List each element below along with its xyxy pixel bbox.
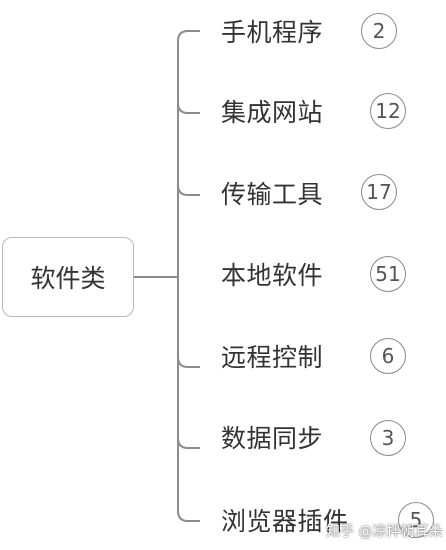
branch-label: 远程控制 [221, 343, 324, 372]
count-badge: 6 [370, 338, 406, 374]
root-label: 软件类 [30, 264, 106, 293]
branch-label: 浏览器插件 [221, 507, 349, 536]
count-value: 51 [375, 262, 401, 286]
branch-label: 数据同步 [221, 424, 324, 453]
branch-label: 手机程序 [221, 18, 324, 47]
branch-connector [177, 102, 200, 114]
branch-spine [177, 30, 189, 522]
root-node[interactable]: 软件类 [2, 237, 134, 317]
branch-label: 集成网站 [221, 98, 324, 127]
count-value: 2 [372, 19, 386, 43]
branch-node-browser-plugins[interactable]: 浏览器插件 [221, 495, 349, 545]
count-badge: 2 [361, 13, 397, 49]
count-value: 5 [409, 508, 423, 532]
branch-node-integrated-sites[interactable]: 集成网站 [221, 86, 323, 136]
branch-node-local-software[interactable]: 本地软件 [221, 249, 323, 299]
count-value: 17 [366, 180, 392, 204]
branch-node-transfer-tools[interactable]: 传输工具 [221, 168, 323, 218]
branch-node-remote-control[interactable]: 远程控制 [221, 331, 323, 381]
branch-label: 传输工具 [221, 180, 324, 209]
count-value: 3 [381, 426, 395, 450]
branch-node-data-sync[interactable]: 数据同步 [221, 412, 323, 462]
count-badge: 5 [398, 502, 434, 538]
count-badge: 3 [370, 420, 406, 456]
branch-connector [177, 356, 200, 368]
branch-connector [177, 437, 200, 449]
branch-label: 本地软件 [221, 261, 324, 290]
count-badge: 12 [370, 93, 406, 129]
count-badge: 51 [370, 256, 406, 292]
count-badge: 17 [361, 174, 397, 210]
count-value: 12 [375, 99, 401, 123]
count-value: 6 [381, 344, 395, 368]
branch-connector [177, 184, 200, 196]
branch-node-mobile-apps[interactable]: 手机程序 [221, 6, 323, 56]
